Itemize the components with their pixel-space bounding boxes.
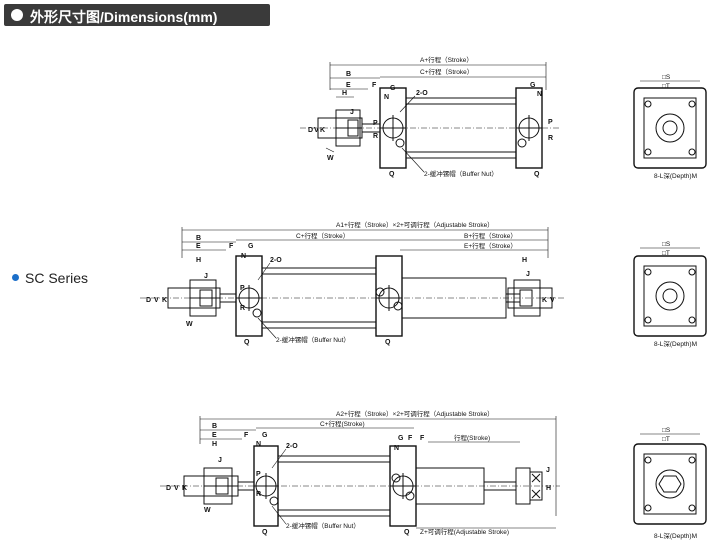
dim-j-2-right: J xyxy=(526,271,530,278)
dim-bplus-stroke: B+行程（Stroke） xyxy=(464,231,517,240)
dim-f: F xyxy=(372,82,377,89)
dim-h: H xyxy=(342,90,347,97)
dim-p-3: P xyxy=(256,471,261,478)
dim-h-3: H xyxy=(212,441,217,448)
dim-q-2-mid: Q xyxy=(385,339,391,346)
dim-v-3: V xyxy=(174,485,179,492)
dim-stroke-3: 行程(Stroke) xyxy=(454,433,490,442)
dim-t-3: □T xyxy=(662,436,670,443)
dim-z-adjust: Z+可调行程(Adjustable Stroke) xyxy=(420,527,509,536)
dim-f-2: F xyxy=(229,243,234,250)
dim-d-2: D xyxy=(146,297,151,304)
dim-eplus-stroke: E+行程（Stroke） xyxy=(464,241,517,250)
series-name: SC Series xyxy=(25,270,89,286)
dim-n-right: N xyxy=(537,91,542,98)
dim-g-2: G xyxy=(248,243,254,250)
dim-w-2: W xyxy=(186,321,193,328)
dim-f-3: F xyxy=(244,432,249,439)
dim-q-3-mid: Q xyxy=(404,529,410,536)
dim-s-1: □S xyxy=(662,74,671,81)
dim-a2-stroke: A2+行程（Stroke）×2+可调行程（Adjustable Stroke） xyxy=(336,409,494,418)
dim-j: J xyxy=(350,109,354,116)
dim-g-3: G xyxy=(262,432,268,439)
dim-h-2: H xyxy=(196,257,201,264)
label-2o: 2-O xyxy=(416,90,428,97)
dim-v: V xyxy=(314,127,319,134)
section-title: 外形尺寸图/Dimensions(mm) xyxy=(30,9,218,25)
dim-d: D xyxy=(308,127,313,134)
dim-k: K xyxy=(320,127,325,134)
dim-c-stroke-3: C+行程(Stroke) xyxy=(320,419,365,428)
label-2o-2: 2-O xyxy=(270,257,282,264)
dim-s-2: □S xyxy=(662,241,671,248)
dim-t-2: □T xyxy=(662,250,670,257)
drawing-adjustable: A2+行程（Stroke）×2+可调行程（Adjustable Stroke） … xyxy=(160,409,560,536)
end-view-1: □S □T 8-L深(Depth)M xyxy=(633,74,707,180)
dim-r-left: R xyxy=(373,133,378,140)
dim-c-stroke-2: C+行程（Stroke） xyxy=(296,231,349,240)
dim-n-left: N xyxy=(384,94,389,101)
label-depth-2: 8-L深(Depth)M xyxy=(654,339,697,348)
dim-q-2: Q xyxy=(244,339,250,346)
dim-r-2: R xyxy=(240,305,245,312)
dim-f-3-right: F xyxy=(420,435,425,442)
dim-w: W xyxy=(327,155,334,162)
dim-n-3: N xyxy=(256,441,261,448)
label-buffer-nut-3: 2-缓冲镙帽（Buffer Nut） xyxy=(286,521,360,530)
dim-b-2: B xyxy=(196,235,201,242)
dim-n-3-mid: N xyxy=(394,445,399,452)
end-view-3: □S □T 8-L深(Depth)M xyxy=(633,427,707,540)
dim-j-2: J xyxy=(204,273,208,280)
dim-p-left: P xyxy=(373,120,378,127)
dim-v-2: V xyxy=(154,297,159,304)
dim-g-3-mid: G xyxy=(398,435,404,442)
dim-f-3-mid: F xyxy=(408,435,413,442)
dim-p-right: P xyxy=(548,119,553,126)
dim-e: E xyxy=(346,82,351,89)
dim-e-3: E xyxy=(212,432,217,439)
dim-a-stroke: A+行程（Stroke） xyxy=(420,55,473,64)
drawing-standard: A+行程（Stroke） C+行程（Stroke） B E F G G N N … xyxy=(300,55,560,178)
dim-h-3-right: H xyxy=(546,485,551,492)
dim-b: B xyxy=(346,71,351,78)
dim-q-3: Q xyxy=(262,529,268,536)
dim-k-3: K xyxy=(182,485,187,492)
dim-k-2-right: K xyxy=(542,297,547,304)
dim-q-left: Q xyxy=(389,171,395,178)
dim-r-3: R xyxy=(256,491,261,498)
dim-b-3: B xyxy=(212,423,217,430)
label-2o-3: 2-O xyxy=(286,443,298,450)
dim-v-2-right: V xyxy=(550,297,555,304)
dim-w-3: W xyxy=(204,507,211,514)
dim-g-right: G xyxy=(530,82,536,89)
end-view-2: □S □T 8-L深(Depth)M xyxy=(633,241,707,348)
dim-d-3: D xyxy=(166,485,171,492)
bullet-circle-icon xyxy=(11,9,23,21)
dim-c-stroke: C+行程（Stroke） xyxy=(420,67,473,76)
dim-q-right: Q xyxy=(534,171,540,178)
dim-e-2: E xyxy=(196,243,201,250)
label-buffer-nut: 2-缓冲镙帽（Buffer Nut） xyxy=(424,169,498,178)
section-header: 外形尺寸图/Dimensions(mm) xyxy=(4,4,270,26)
dim-r-right: R xyxy=(548,135,553,142)
dim-j-3-right: J xyxy=(546,467,550,474)
dim-j-3: J xyxy=(218,457,222,464)
dim-k-2: K xyxy=(162,297,167,304)
label-depth-3: 8-L深(Depth)M xyxy=(654,531,697,540)
dim-h-2-right: H xyxy=(522,257,527,264)
dim-p-2: P xyxy=(240,285,245,292)
dim-s-3: □S xyxy=(662,427,671,434)
series-label: SC Series xyxy=(12,270,88,286)
series-bullet-icon xyxy=(12,274,19,281)
dim-t-1: □T xyxy=(662,83,670,90)
label-depth-1: 8-L深(Depth)M xyxy=(654,171,697,180)
label-buffer-nut-2: 2-缓冲镙帽（Buffer Nut） xyxy=(276,335,350,344)
dim-a1-stroke: A1+行程（Stroke）×2+可调行程（Adjustable Stroke） xyxy=(336,220,494,229)
drawing-double: A1+行程（Stroke）×2+可调行程（Adjustable Stroke） … xyxy=(140,220,566,346)
